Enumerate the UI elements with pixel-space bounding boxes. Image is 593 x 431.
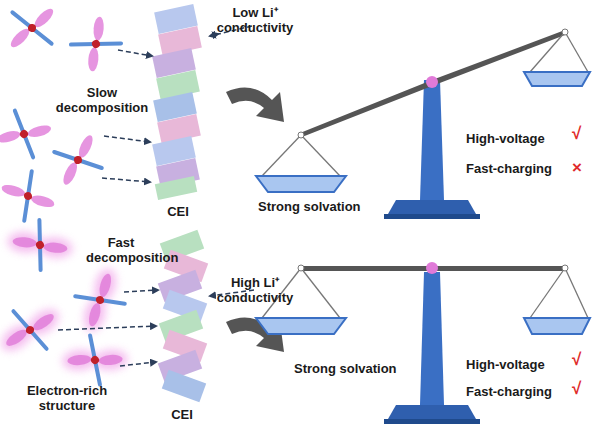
annotation: Electron-rich structure	[2, 384, 132, 414]
check-mark: √	[572, 350, 590, 370]
balance	[256, 262, 590, 424]
curved-arrow	[226, 88, 284, 123]
cross-mark: ×	[572, 158, 590, 178]
annotation: High Li⁺ conductivity	[212, 276, 298, 306]
layer-label: CEI	[162, 408, 202, 423]
pan-label: Strong solvation	[258, 200, 378, 215]
check-mark: √	[572, 379, 590, 399]
property-label: High-voltage	[466, 358, 566, 373]
balance	[256, 29, 590, 219]
property-label: High-voltage	[466, 132, 566, 147]
annotation: Fast decomposition	[86, 236, 156, 266]
property-label: Fast-charging	[466, 162, 566, 177]
annotation: Slow decomposition	[52, 86, 152, 116]
check-mark: √	[572, 124, 590, 144]
pan-label: Strong solvation	[294, 362, 414, 377]
annotation: Low Li⁺ conductivity	[212, 6, 298, 36]
cei-layer	[152, 4, 202, 200]
cei-layer	[158, 230, 208, 402]
layer-label: CEI	[158, 205, 198, 220]
property-label: Fast-charging	[466, 385, 566, 400]
